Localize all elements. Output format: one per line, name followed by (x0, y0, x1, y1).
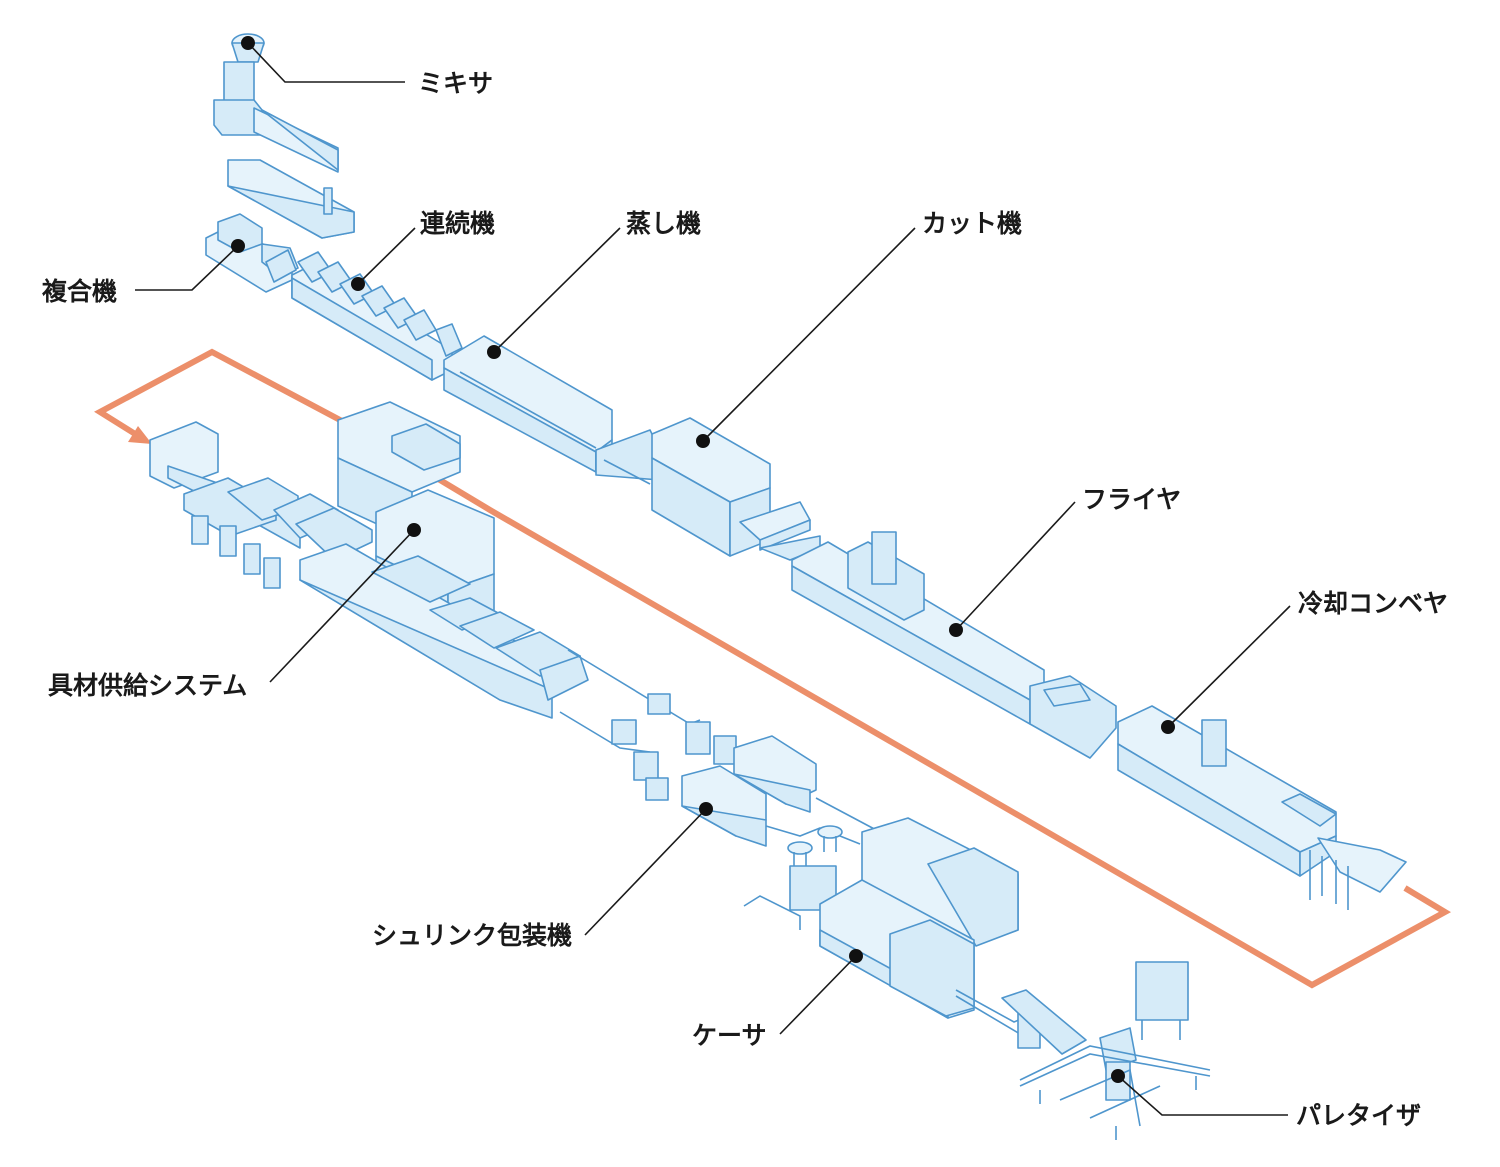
label-palletizer: パレタイザ (1296, 1101, 1421, 1130)
label-mixer: ミキサ (418, 69, 493, 98)
label-ingredient: 具材供給システム (48, 671, 247, 700)
leader-fryer (949, 501, 1076, 637)
leader-caser (779, 949, 863, 1035)
label-fryer: フライヤ (1082, 485, 1181, 514)
process-flow-arrow (94, 348, 1452, 989)
leader-continuous (351, 227, 416, 291)
middle-conveyors (559, 649, 881, 866)
ingredient-supply-system (149, 401, 589, 719)
leader-compound (135, 239, 245, 291)
compound-machine (205, 213, 299, 293)
mixer-machine (213, 33, 355, 239)
leader-cooling (1161, 605, 1291, 734)
label-shrink: シュリンク包装機 (372, 921, 572, 950)
leader-mixer (241, 36, 405, 83)
leader-steamer (487, 227, 621, 359)
label-caser: ケーサ (692, 1021, 767, 1050)
label-steamer: 蒸し機 (626, 209, 701, 238)
label-continuous: 連続機 (420, 209, 495, 238)
cutter-machine (651, 417, 821, 561)
steamer-machine (443, 335, 661, 485)
label-cooling: 冷却コンベヤ (1298, 589, 1448, 618)
leader-cutter (696, 227, 916, 448)
leader-palletizer (1111, 1069, 1288, 1116)
label-compound: 複合機 (42, 277, 117, 306)
cooling-conveyor (1117, 705, 1407, 910)
fryer-machine (791, 531, 1117, 759)
leader-shrink (584, 802, 713, 936)
palletizer-block (955, 961, 1211, 1140)
label-cutter: カット機 (922, 209, 1022, 238)
leader-ingredient (269, 523, 421, 683)
continuous-machine (291, 251, 463, 381)
